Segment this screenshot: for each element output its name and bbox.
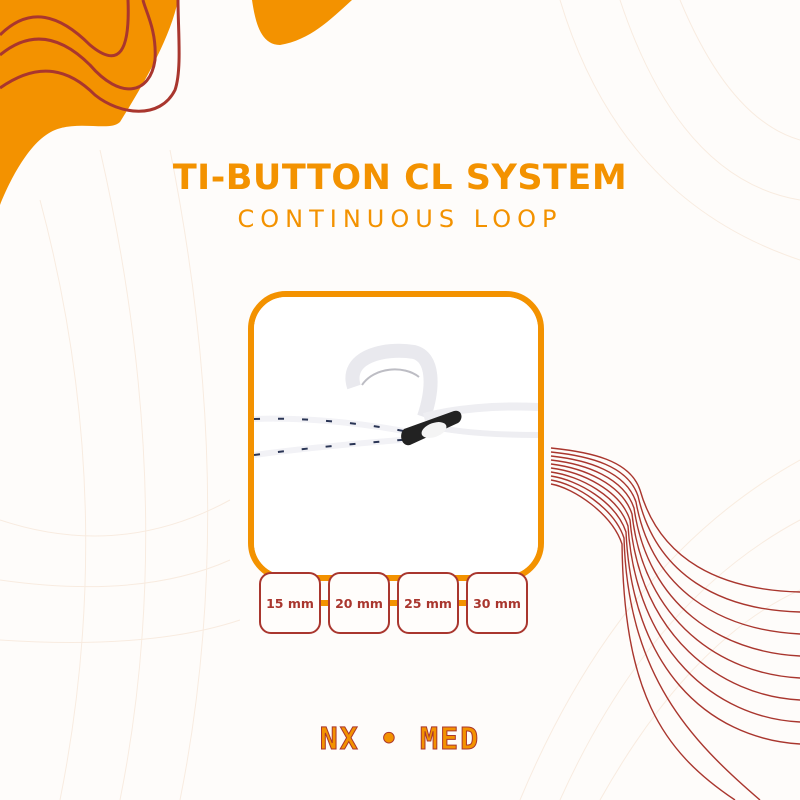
size-option-30mm[interactable]: 30 mm [466,572,528,634]
orange-blob-left [0,0,178,205]
connector [459,600,466,606]
size-options: 15 mm 20 mm 25 mm 30 mm [259,572,528,634]
size-option-25mm[interactable]: 25 mm [397,572,459,634]
page-subtitle: CONTINUOUS LOOP [237,205,563,233]
connector [321,600,328,606]
product-image-frame [248,291,544,581]
orange-blob-top [252,0,352,45]
size-option-15mm[interactable]: 15 mm [259,572,321,634]
product-image [254,297,538,575]
page-title: TI-BUTTON CL SYSTEM [172,158,628,198]
brand-logo: NX • MED [319,722,481,758]
connector [390,600,397,606]
size-option-20mm[interactable]: 20 mm [328,572,390,634]
